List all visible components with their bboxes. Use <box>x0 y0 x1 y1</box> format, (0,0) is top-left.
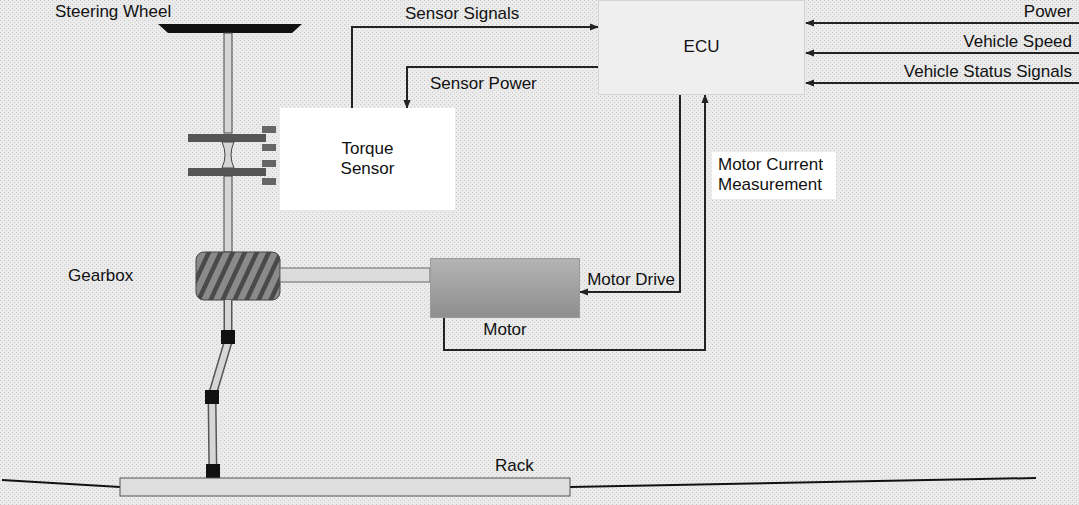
input-arrow <box>806 22 1079 24</box>
steering-rack <box>120 478 570 496</box>
input-arrow <box>806 82 1079 84</box>
motor-box: Motor <box>430 258 580 318</box>
universal-joint <box>221 330 235 344</box>
ecu-box: ECU <box>598 0 805 95</box>
pinion <box>206 464 220 478</box>
universal-joint <box>205 390 219 404</box>
sensor-disc <box>188 168 266 176</box>
signal-connector <box>407 67 598 108</box>
sensor-pickup <box>262 178 276 185</box>
edge-label: Sensor Signals <box>405 4 519 24</box>
part-label: Power <box>1024 2 1072 22</box>
sensor-pickup <box>262 160 276 167</box>
edge-label: Motor Current Measurement <box>712 152 836 199</box>
steering-wheel <box>158 24 302 33</box>
edge-label: Sensor Power <box>430 74 537 94</box>
tie-rod <box>570 478 1036 487</box>
intermediate-shaft <box>212 300 228 478</box>
node-text: Motor <box>431 320 579 340</box>
part-label: Vehicle Speed <box>963 32 1072 52</box>
torsion-bar <box>222 142 234 168</box>
worm-gearbox <box>196 252 280 300</box>
edge-label: Motor Drive <box>587 270 675 290</box>
tie-rod <box>2 480 120 487</box>
sensor-pickup <box>262 144 276 151</box>
signal-connector <box>580 95 680 292</box>
signal-connector <box>352 27 598 108</box>
intermediate-shaft <box>212 300 228 478</box>
input-arrow <box>806 52 1079 54</box>
sensor-pickup <box>262 126 276 133</box>
steering-shaft <box>224 33 232 133</box>
part-label: Rack <box>495 456 534 476</box>
part-label: Vehicle Status Signals <box>904 62 1072 82</box>
part-label: Gearbox <box>68 266 133 286</box>
steering-shaft <box>224 176 232 252</box>
sensor-box: Torque Sensor <box>280 108 455 210</box>
node-text: ECU <box>684 37 720 57</box>
sensor-disc <box>188 134 266 142</box>
node-text: Torque Sensor <box>323 139 413 180</box>
motor-shaft <box>280 268 430 282</box>
part-label: Steering Wheel <box>55 2 171 22</box>
